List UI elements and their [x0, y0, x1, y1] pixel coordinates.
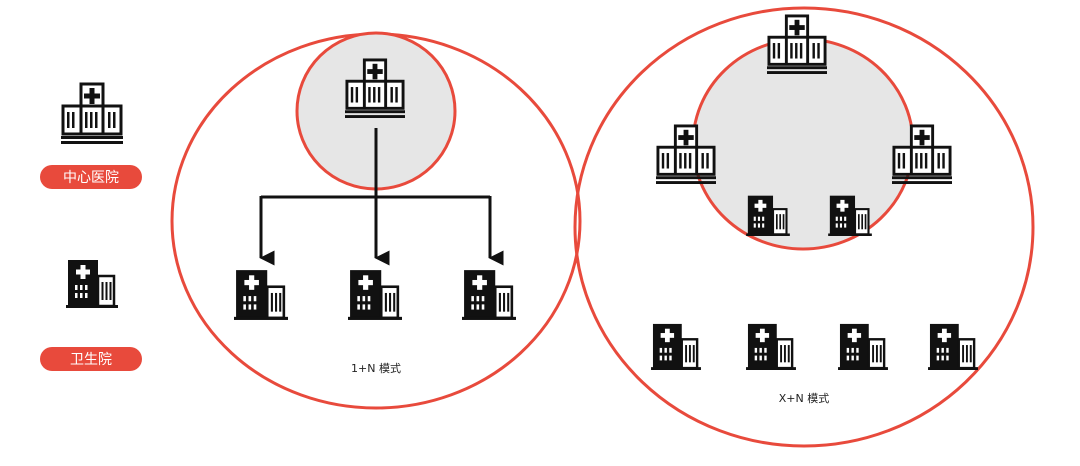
outer-circle [573, 6, 1035, 448]
core-circle [691, 37, 915, 251]
legend-central-hospital-label: 中心医院 [63, 170, 119, 186]
legend-clinic-pill: 卫生院 [40, 347, 142, 371]
one-plus-n-label: 1+N 模式 [351, 362, 401, 375]
hospital-building-icon [61, 82, 123, 144]
legend: 中心医院 卫生院 [40, 82, 142, 371]
clinic-building-icon [66, 258, 118, 308]
clinic-building-icon [928, 322, 978, 370]
clinic-building-icon [651, 322, 701, 370]
hospital-building-icon [767, 14, 827, 74]
clinic-building-icon [838, 322, 888, 370]
clinic-building-icon [746, 322, 796, 370]
clinic-building-icon [462, 268, 516, 320]
x-plus-n-label: X+N 模式 [779, 392, 829, 405]
x-plus-n-model: X+N 模式 [573, 6, 1035, 448]
one-plus-n-model: 1+N 模式 [170, 31, 582, 410]
clinic-building-icon [348, 268, 402, 320]
legend-central-hospital-pill: 中心医院 [40, 165, 142, 189]
clinic-building-icon [234, 268, 288, 320]
referral-arrows [259, 128, 504, 266]
legend-clinic-label: 卫生院 [70, 352, 112, 368]
